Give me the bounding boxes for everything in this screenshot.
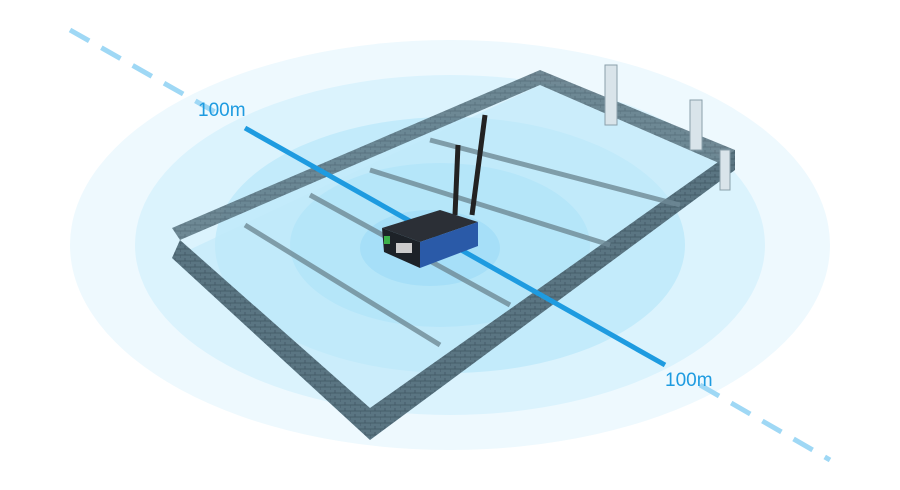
antenna-icon [469,114,488,216]
pipes [604,64,731,191]
range-label-bottom: 100m [665,370,713,391]
range-label-top: 100m [198,100,246,121]
factory-building [172,64,735,440]
antenna-icon [452,144,461,216]
router-device [382,114,488,268]
